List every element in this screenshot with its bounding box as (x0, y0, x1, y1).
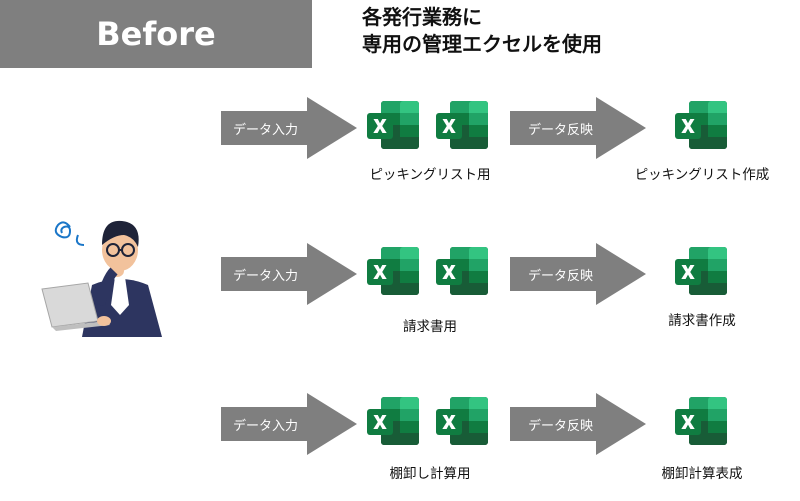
data-output-arrow (510, 393, 646, 455)
before-label: Before (96, 15, 216, 53)
thinking-person-icon (41, 220, 162, 337)
data-input-arrow (221, 97, 357, 159)
excel-icon (365, 243, 421, 299)
arrow-label-output: データ反映 (528, 122, 594, 138)
excel-icon (673, 243, 729, 299)
excel-icon (673, 393, 729, 449)
excel-icon (673, 97, 729, 153)
excel-icon (434, 393, 490, 449)
arrow-label-input: データ入力 (233, 268, 299, 284)
excel-icon (365, 97, 421, 153)
data-output-arrow (510, 243, 646, 305)
excel-icon (434, 243, 490, 299)
data-output-arrow (510, 97, 646, 159)
data-input-arrow (221, 393, 357, 455)
diagram-title: 各発行業務に 専用の管理エクセルを使用 (362, 4, 602, 58)
source-caption: 請求書用 (403, 319, 457, 335)
data-input-arrow (221, 243, 357, 305)
before-banner: Before (0, 0, 312, 68)
output-caption: 請求書作成 (668, 313, 736, 329)
excel-icon (434, 97, 490, 153)
title-line-1: 各発行業務に (362, 5, 482, 29)
arrow-label-output: データ反映 (528, 418, 594, 434)
source-caption: 棚卸し計算用 (389, 466, 471, 482)
arrow-label-input: データ入力 (233, 418, 299, 434)
source-caption: ピッキングリスト用 (369, 167, 491, 183)
arrow-label-input: データ入力 (233, 122, 299, 138)
title-line-2: 専用の管理エクセルを使用 (362, 32, 602, 56)
arrow-label-output: データ反映 (528, 268, 594, 284)
excel-icon (365, 393, 421, 449)
output-caption: ピッキングリスト作成 (634, 167, 770, 183)
output-caption: 棚卸計算表成 (661, 466, 743, 482)
